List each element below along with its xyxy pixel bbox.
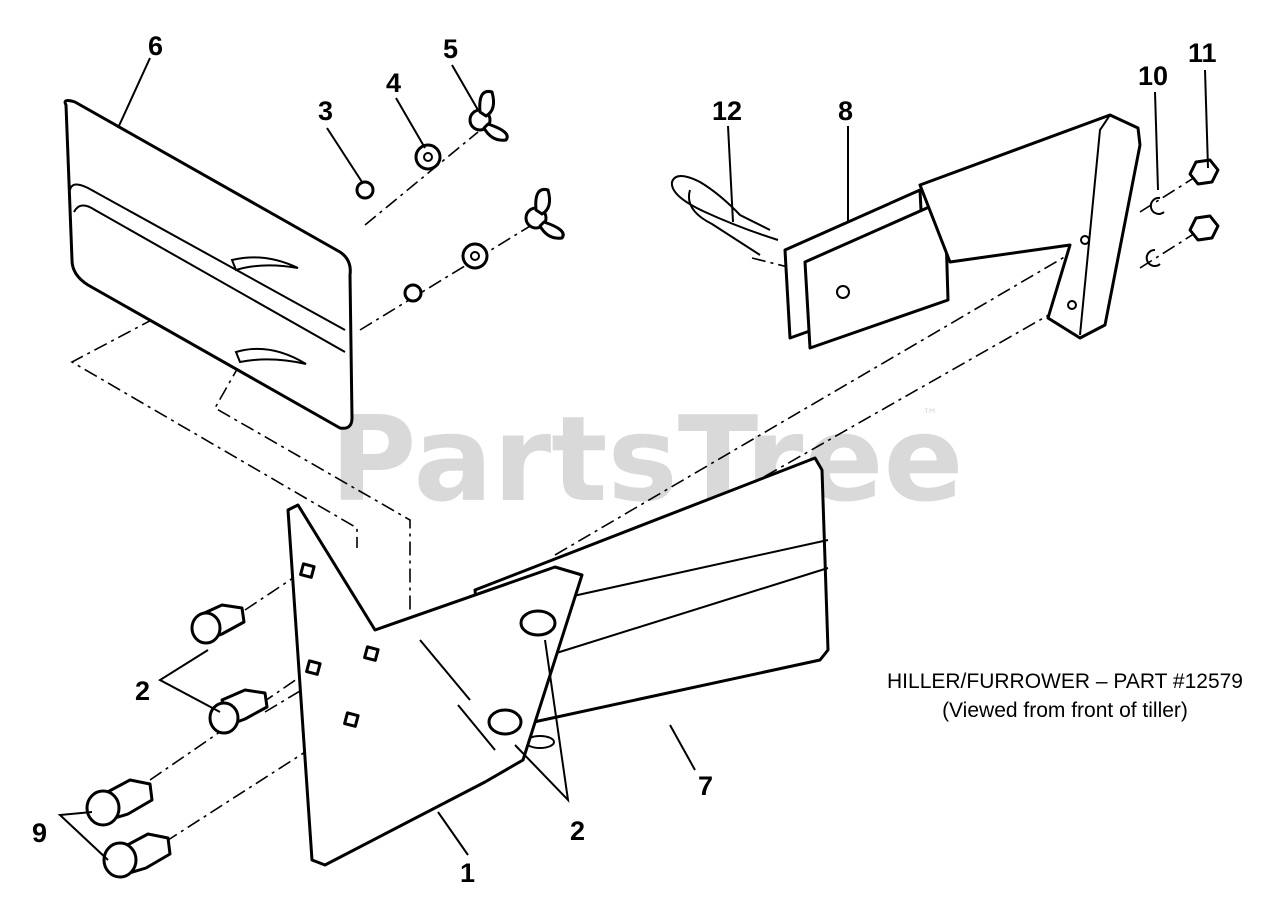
callout-3: 3 — [318, 96, 333, 126]
callout-12: 12 — [712, 96, 742, 126]
leader-lines — [57, 57, 1209, 861]
watermark-text: PartsTree — [330, 390, 964, 528]
callout-6: 7 — [698, 771, 713, 801]
caption-subtitle: (Viewed from front of tiller) — [942, 699, 1188, 722]
part-1-shank — [286, 503, 584, 867]
part-8-clamp — [783, 188, 950, 350]
watermark-trademark: ™ — [922, 405, 938, 424]
callout-10: 10 — [1138, 61, 1168, 91]
callout-5: 5 — [443, 34, 458, 64]
callout-9: 9 — [32, 818, 47, 848]
caption-title: HILLER/FURROWER – PART #12579 — [887, 670, 1243, 693]
part-7-deflector-plate — [63, 99, 354, 430]
callout-7: 6 — [148, 31, 163, 61]
callout-11: 11 — [1188, 38, 1217, 68]
watermark: PartsTree ™ — [330, 390, 964, 528]
callout-labels: 6 3 4 5 12 8 10 11 2 7 9 2 1 — [32, 31, 1217, 888]
callout-4: 4 — [386, 68, 401, 98]
part-12-hairpin — [670, 175, 779, 256]
bolts — [85, 603, 269, 879]
hardware-3-4-5 — [355, 89, 565, 303]
callout-2-left: 2 — [135, 676, 150, 706]
diagram-caption: HILLER/FURROWER – PART #12579 (Viewed fr… — [887, 670, 1243, 722]
callout-8: 8 — [838, 96, 853, 126]
callout-1: 1 — [460, 858, 475, 888]
mounting-bracket — [918, 113, 1142, 340]
callout-2-right: 2 — [570, 816, 585, 846]
hardware-10-11 — [1145, 158, 1220, 267]
